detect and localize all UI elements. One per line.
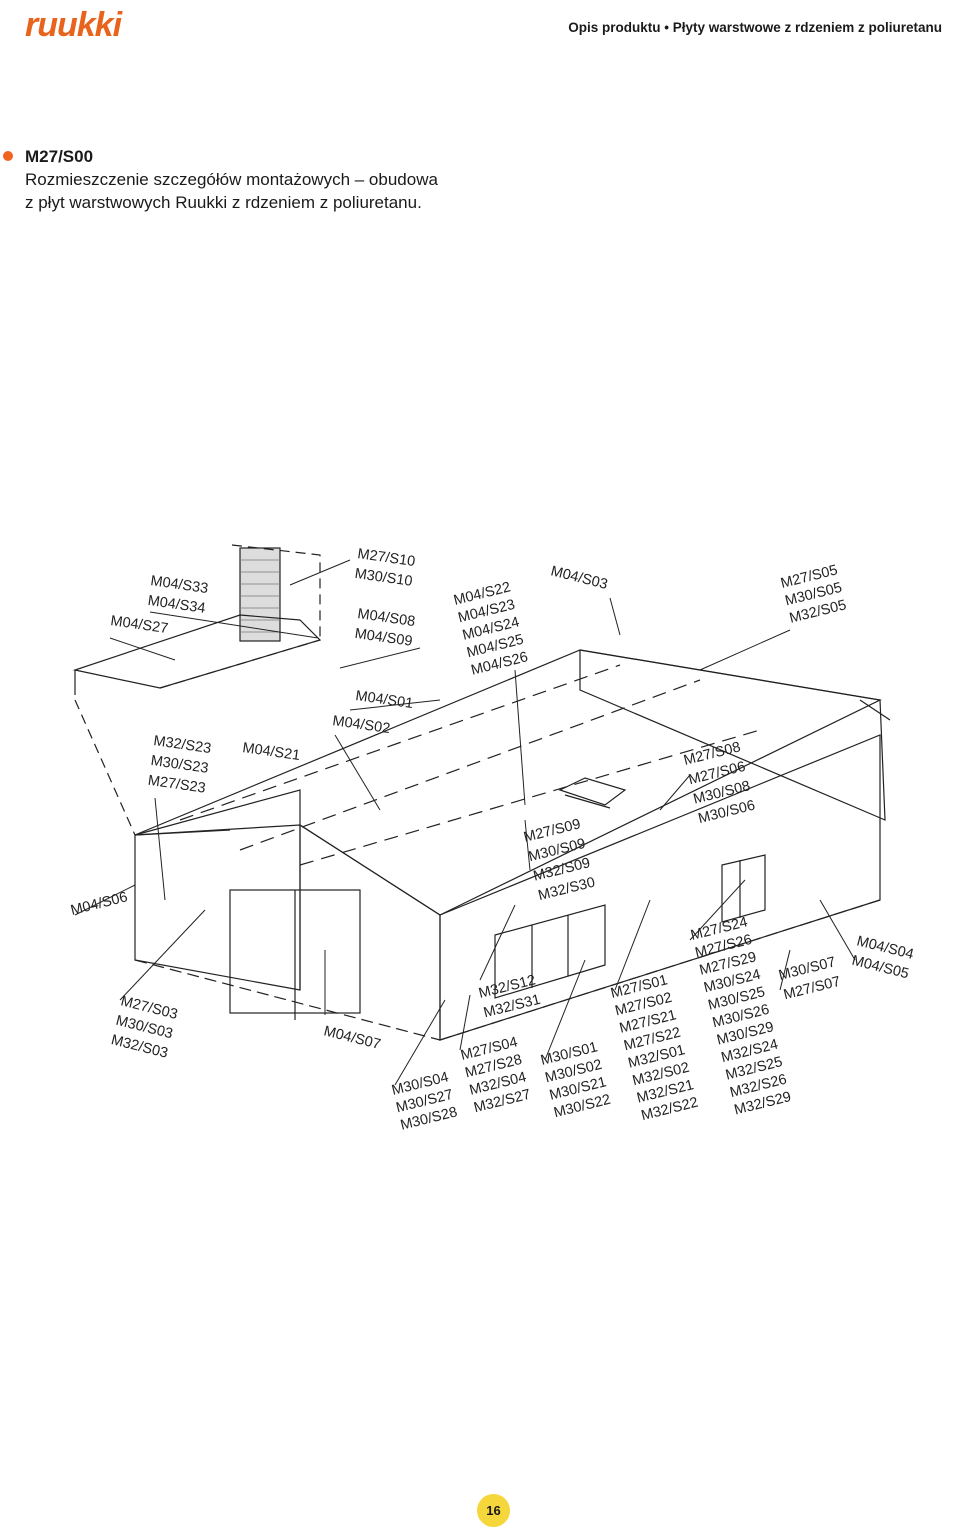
label-group-21: M04/S07 xyxy=(322,1023,382,1053)
detail-code-label: M04/S21 xyxy=(241,740,301,764)
detail-code-label: M04/S27 xyxy=(109,613,169,637)
intro-line-2: z płyt warstwowych Ruukki z rdzeniem z p… xyxy=(25,193,422,212)
detail-code-label: M27/S23 xyxy=(147,773,207,797)
label-group-2: M04/S27 xyxy=(109,613,169,637)
detail-code-label: M04/S02 xyxy=(331,713,391,737)
intro-block: M27/S00 Rozmieszczenie szczegółów montaż… xyxy=(3,146,625,214)
header-title: Opis produktu • Płyty warstwowe z rdzeni… xyxy=(568,20,942,35)
detail-code-label: M04/S09 xyxy=(354,626,414,650)
label-group-9: M04/S02 xyxy=(331,713,391,737)
detail-code-label: M04/S08 xyxy=(356,606,416,630)
intro-code: M27/S00 xyxy=(25,147,94,166)
intro-line-1: Rozmieszczenie szczegółów montażowych – … xyxy=(25,170,438,189)
detail-code-label: M04/S34 xyxy=(147,593,207,617)
detail-code-label: M04/S03 xyxy=(549,563,609,593)
label-group-11: M04/S21 xyxy=(241,740,301,764)
ruukki-logo: ruukki xyxy=(25,6,122,44)
detail-code-label: M30/S10 xyxy=(354,566,414,590)
label-group-14: M04/S06 xyxy=(69,889,129,919)
bullet-icon xyxy=(3,151,13,161)
detail-code-label: M04/S07 xyxy=(322,1023,382,1053)
label-group-6: M04/S03 xyxy=(549,563,609,593)
detail-code-label: M27/S10 xyxy=(356,546,416,570)
detail-code-label: M30/S23 xyxy=(150,753,210,777)
page-number-badge: 16 xyxy=(477,1494,510,1527)
detail-code-label: M04/S33 xyxy=(149,573,209,597)
detail-code-label: M04/S06 xyxy=(69,889,129,919)
